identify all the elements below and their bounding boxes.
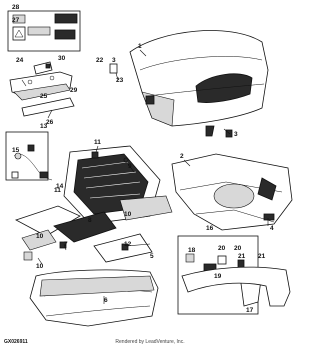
callout-6: 6 (104, 297, 108, 304)
callout-14: 14 (56, 183, 64, 190)
lower-grille (53, 211, 117, 243)
callout-8: 8 (88, 217, 92, 224)
hood-group (129, 30, 269, 137)
parts-diagram: 1 2 3 3 4 5 6 7 8 9 10 10 10 11 11 12 13… (4, 4, 293, 345)
front-bumper-group (29, 269, 159, 327)
headlight-lens (119, 195, 173, 221)
hood-bumper-pad (109, 63, 118, 74)
hardware-18 (185, 253, 195, 263)
callout-10-a: 10 (36, 233, 44, 240)
callout-16: 16 (206, 225, 214, 232)
callout-3-top: 3 (112, 57, 116, 64)
grille-group (63, 145, 173, 225)
callout-13: 13 (40, 123, 48, 130)
callout-30: 30 (58, 55, 66, 62)
render-credit: Rendered by LeadVenture, Inc. (115, 339, 185, 345)
bumper-bracket-group (9, 61, 75, 117)
headlight-bulb (14, 152, 22, 160)
harness-group (5, 131, 53, 181)
callout-10-b: 10 (36, 263, 44, 270)
fastener-10 (23, 251, 33, 261)
callout-17: 17 (246, 307, 254, 314)
callout-20-b: 20 (234, 245, 242, 252)
diagram-id: GX026911 (4, 339, 28, 345)
fastener-12 (121, 243, 129, 251)
decal-kit-group (7, 10, 81, 52)
callout-9: 9 (128, 163, 132, 170)
callout-3-right: 3 (234, 131, 238, 138)
fastener-7 (59, 241, 67, 249)
callout-15: 15 (12, 147, 20, 154)
callout-23: 23 (116, 77, 124, 84)
leader-lines (21, 49, 269, 304)
callout-2: 2 (180, 153, 184, 160)
hood-pan-group (171, 153, 293, 231)
callout-12: 12 (124, 241, 132, 248)
decal-logo (54, 29, 76, 40)
decal-warning (54, 13, 78, 24)
callout-27: 27 (12, 17, 20, 24)
hardware-20 (217, 255, 227, 265)
callout-28: 28 (12, 4, 20, 11)
callout-5: 5 (150, 253, 154, 260)
side-panel-left (14, 205, 81, 237)
callout-20-a: 20 (218, 245, 226, 252)
callout-19: 19 (214, 273, 222, 280)
hood-emblem (145, 95, 155, 105)
bumper-bar (181, 266, 291, 307)
grille-emblem (91, 151, 99, 159)
bumper-bracket-right-group (177, 235, 291, 315)
callout-21-b: 21 (258, 253, 266, 260)
callout-21-a: 21 (238, 253, 246, 260)
callout-7: 7 (64, 241, 68, 248)
hood-pan-clip (263, 213, 275, 221)
callout-22: 22 (96, 57, 104, 64)
callout-labels: 1 2 3 3 4 5 6 7 8 9 10 10 10 11 11 12 13… (12, 4, 274, 314)
callout-26: 26 (46, 119, 54, 126)
decal-caution (12, 26, 26, 41)
grille-screw (123, 157, 129, 163)
lower-panel-group (14, 205, 153, 263)
front-bumper-small (21, 97, 75, 117)
callout-11-a: 11 (94, 139, 101, 146)
callout-18: 18 (188, 247, 196, 254)
callout-24: 24 (16, 57, 24, 64)
air-dam-left (21, 229, 57, 251)
hood-latch (205, 125, 215, 137)
callout-10-c: 10 (124, 211, 132, 218)
callout-29: 29 (70, 87, 78, 94)
callout-11-b: 11 (54, 187, 61, 194)
decal-label (27, 26, 51, 36)
callout-25: 25 (40, 93, 48, 100)
exploded-view: 1 2 3 3 4 5 6 7 8 9 10 10 10 11 11 12 13… (5, 4, 293, 327)
callout-1: 1 (138, 43, 142, 50)
hood-pan-opening (213, 183, 255, 209)
decal-small (12, 14, 26, 24)
hood-vent (195, 73, 253, 103)
callout-4: 4 (270, 225, 274, 232)
